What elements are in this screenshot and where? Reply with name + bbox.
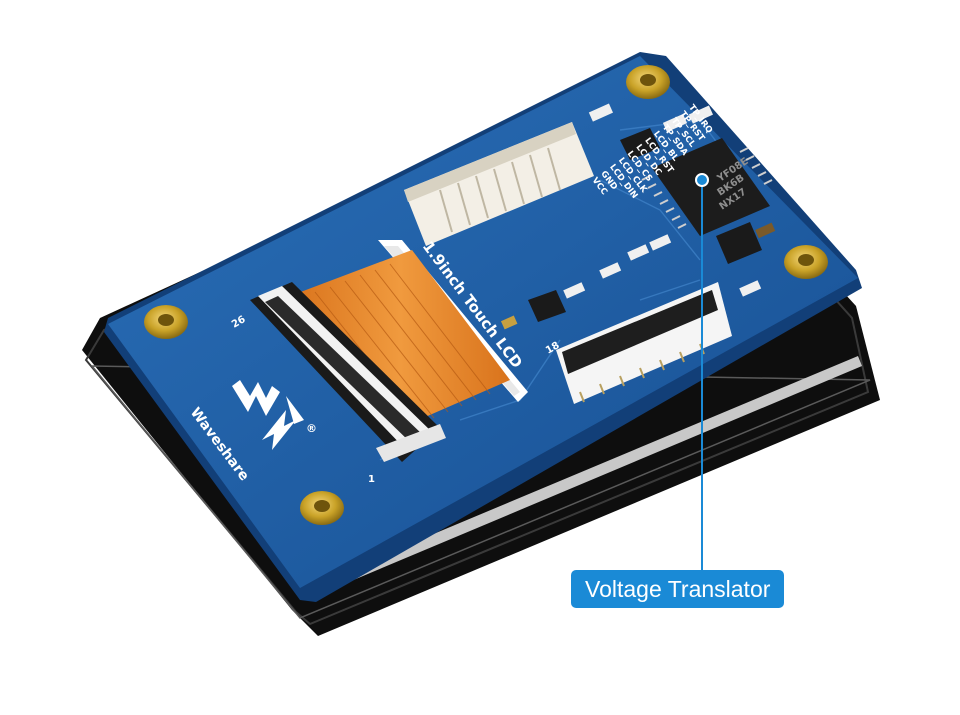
registered-mark: ® [306, 422, 317, 435]
callout-dot-icon [695, 173, 709, 187]
standoff-right [784, 245, 828, 279]
waveshare-logo [232, 380, 304, 450]
standoff-bottom [300, 491, 344, 525]
fpc-connector [250, 282, 446, 462]
standoff-left [144, 305, 188, 339]
fpc-pin-first: 1 [368, 474, 375, 485]
pin-header-connector [404, 122, 594, 246]
voltage-translator-ic: YF08E BK6B NX17 [641, 138, 773, 236]
callout-pointer [695, 173, 709, 572]
voltage-translator-callout: Voltage Translator [571, 570, 785, 608]
standoff-top [626, 65, 670, 99]
side-connector [556, 282, 732, 404]
smd-components [500, 103, 776, 330]
